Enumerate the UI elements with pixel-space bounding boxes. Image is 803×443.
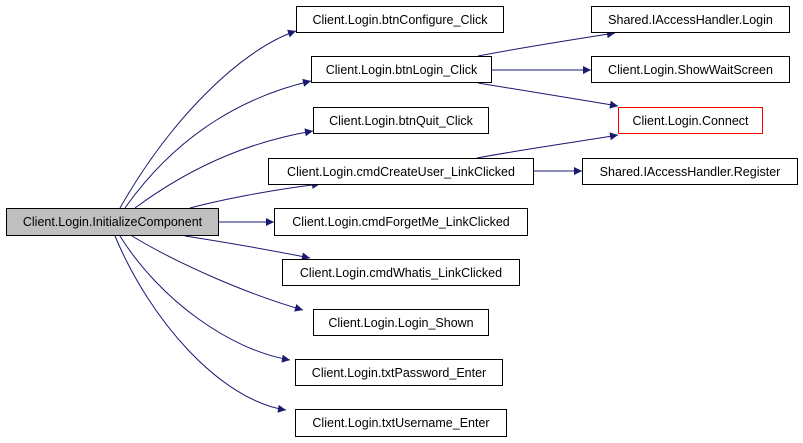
node-txt-password-enter[interactable]: Client.Login.txtPassword_Enter	[295, 359, 503, 386]
edge-btnLogin-to-connect	[477, 82, 619, 109]
edge-root-to-txtUsername	[114, 235, 287, 413]
edge-root-to-txtPassword	[119, 235, 291, 363]
node-login-shown[interactable]: Client.Login.Login_Shown	[313, 309, 489, 336]
edge-root-to-btnQuit	[134, 128, 314, 209]
edge-root-to-loginShown	[131, 235, 304, 312]
node-cmd-forget-me[interactable]: Client.Login.cmdForgetMe_LinkClicked	[274, 208, 528, 236]
node-shared-access-login[interactable]: Shared.IAccessHandler.Login	[591, 6, 790, 33]
node-cmd-whatis[interactable]: Client.Login.cmdWhatis_LinkClicked	[282, 259, 520, 286]
edge-btnLogin-to-sharedLogin	[477, 30, 616, 57]
node-cmd-create-user[interactable]: Client.Login.cmdCreateUser_LinkClicked	[268, 158, 534, 185]
node-btn-quit-click[interactable]: Client.Login.btnQuit_Click	[313, 107, 489, 134]
edge-root-to-btnLogin	[124, 78, 312, 209]
node-connect[interactable]: Client.Login.Connect	[618, 107, 763, 134]
edge-root-to-cmdWhatis	[184, 235, 311, 261]
node-shared-access-register[interactable]: Shared.IAccessHandler.Register	[582, 158, 798, 185]
edge-root-to-cmdCreateUser	[189, 180, 321, 209]
edge-cmdCreateUser-to-connect	[476, 132, 619, 159]
node-initialize-component[interactable]: Client.Login.InitializeComponent	[6, 208, 219, 236]
node-btn-configure-click[interactable]: Client.Login.btnConfigure_Click	[296, 6, 504, 33]
node-txt-username-enter[interactable]: Client.Login.txtUsername_Enter	[295, 409, 507, 437]
edge-root-to-btnConfigure	[119, 29, 297, 209]
node-btn-login-click[interactable]: Client.Login.btnLogin_Click	[311, 56, 492, 83]
node-show-wait-screen[interactable]: Client.Login.ShowWaitScreen	[591, 56, 790, 83]
